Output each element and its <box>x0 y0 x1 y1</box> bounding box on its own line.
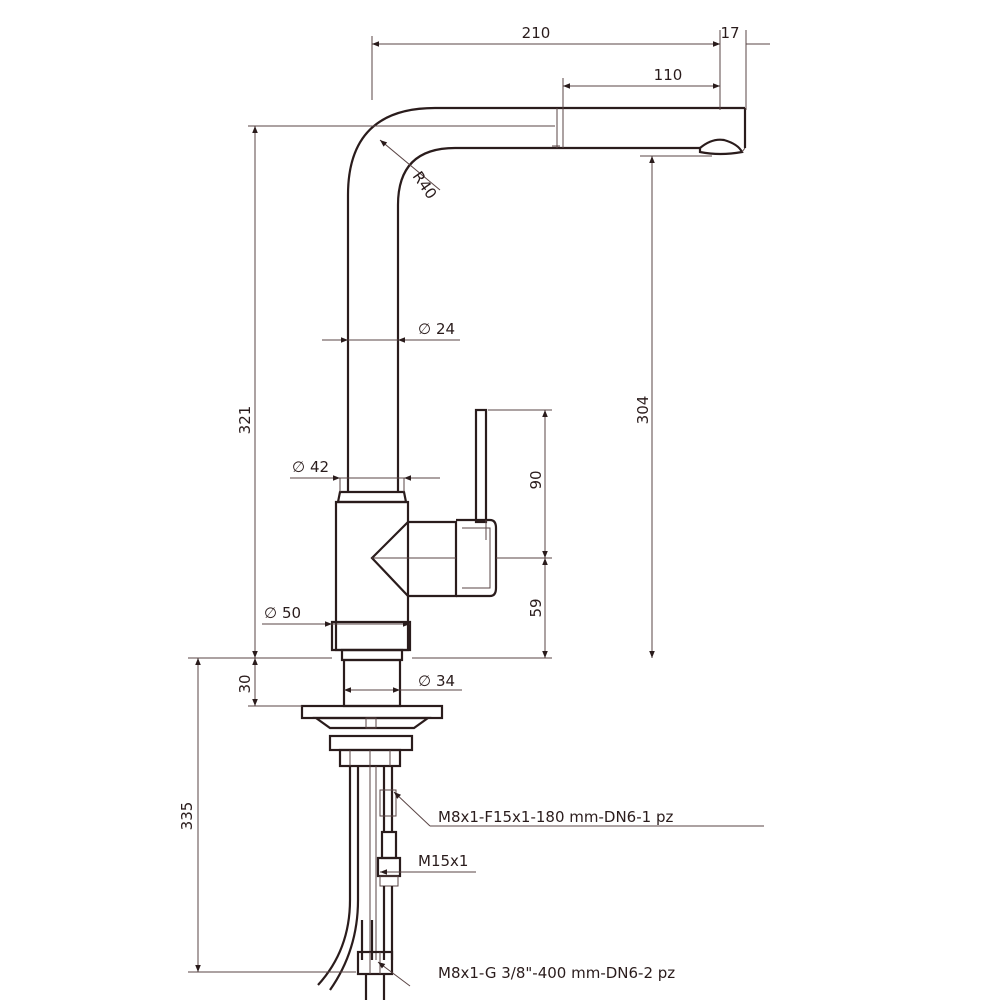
callout-hose1: M8x1-F15x1-180 mm-DN6-1 pz <box>393 791 764 827</box>
dim-dia42: ∅ 42 <box>290 458 440 492</box>
dim-110-label: 110 <box>654 66 683 84</box>
dim-90-label: 90 <box>527 470 545 489</box>
dim-dia24-label: 24 <box>436 320 455 338</box>
callout-hose2: M8x1-G 3/8"-400 mm-DN6-2 pz <box>377 961 675 987</box>
dim-321: 321 <box>236 125 555 658</box>
dim-30-label: 30 <box>236 674 254 693</box>
dim-dia24-symbol: ∅ <box>418 320 431 338</box>
dim-110: 110 <box>562 66 720 108</box>
dim-335: 335 <box>178 658 356 973</box>
dim-dia50-symbol: ∅ <box>264 604 277 622</box>
dim-30: 30 <box>188 657 332 707</box>
dim-dia34-symbol: ∅ <box>418 672 431 690</box>
dim-r40: R40 <box>379 139 441 203</box>
dim-59: 59 <box>412 558 552 659</box>
dim-dia50-label: 50 <box>282 604 301 622</box>
dim-90: 90 <box>488 409 552 559</box>
dim-304: 304 <box>634 155 712 658</box>
faucet-spout <box>346 106 747 492</box>
dim-304-label: 304 <box>634 396 652 425</box>
dim-335-label: 335 <box>178 802 196 831</box>
dim-dia24: ∅ 24 <box>322 320 460 343</box>
supply-hoses <box>317 766 402 1000</box>
callout-connector: M15x1 <box>380 852 476 875</box>
dim-321-label: 321 <box>236 406 254 435</box>
faucet-body <box>300 408 498 768</box>
dim-r40-label: R40 <box>409 168 441 203</box>
dim-210: 210 17 <box>371 24 770 110</box>
callout-hose1-label: M8x1-F15x1-180 mm-DN6-1 pz <box>438 808 673 826</box>
dim-dia42-symbol: ∅ <box>292 458 305 476</box>
dim-dia34-label: 34 <box>436 672 455 690</box>
dim-17-label: 17 <box>720 24 739 42</box>
callout-connector-label: M15x1 <box>418 852 468 870</box>
dim-210-label: 210 <box>522 24 551 42</box>
dim-59-label: 59 <box>527 598 545 617</box>
dim-dia50: ∅ 50 <box>262 604 410 627</box>
dim-dia34: ∅ 34 <box>344 672 462 693</box>
callout-hose2-label: M8x1-G 3/8"-400 mm-DN6-2 pz <box>438 964 675 982</box>
dim-dia42-label: 42 <box>310 458 329 476</box>
